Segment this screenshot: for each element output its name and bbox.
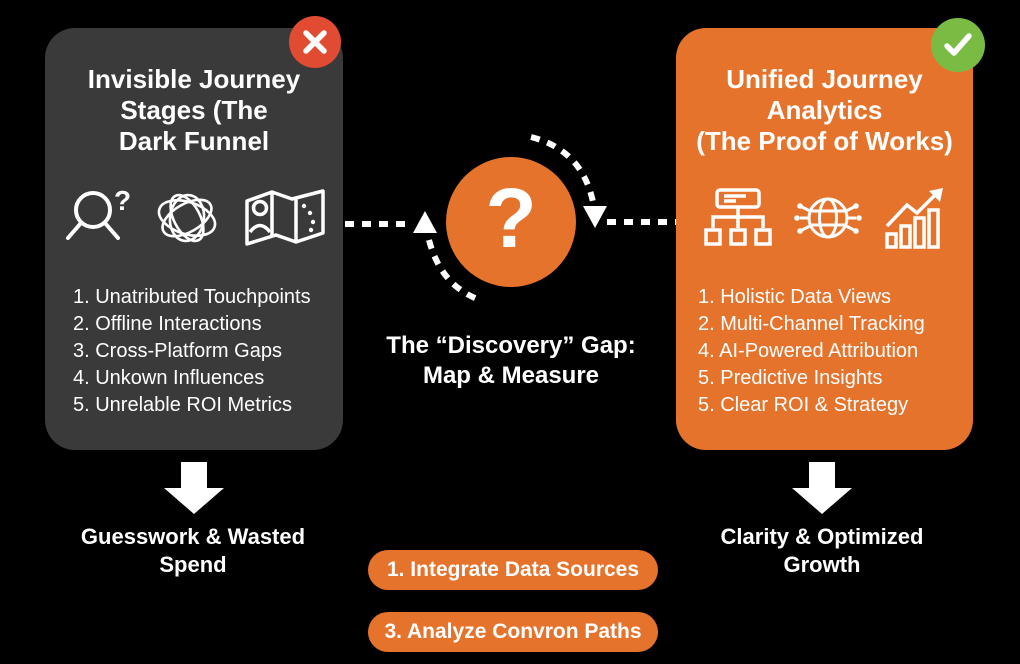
question-mark: ? xyxy=(485,170,537,265)
gap-caption-line: The “Discovery” Gap: xyxy=(386,332,636,359)
outcome-line: Guesswork & Wasted xyxy=(80,524,306,549)
question-circle: ? xyxy=(446,157,576,287)
sitemap-icon xyxy=(703,188,772,246)
left-title-line: Dark Funnel xyxy=(118,126,270,156)
left-icons-row: ? xyxy=(45,186,343,250)
list-item: 2. Offline Interactions xyxy=(73,313,262,335)
right-icons-row xyxy=(676,186,973,250)
left-card-title: Invisible Journey Stages (The Dark Funne… xyxy=(53,64,335,157)
list-item: 1. Holistic Data Views xyxy=(698,286,892,308)
right-title-line: Unified Journey xyxy=(726,64,923,94)
outcome-line: Spend xyxy=(159,552,227,577)
outcome-line: Clarity & Optimized xyxy=(720,524,924,549)
dark-funnel-card: Invisible Journey Stages (The Dark Funne… xyxy=(45,16,343,450)
search-question-icon: ? xyxy=(66,186,131,240)
right-card-list: 1. Holistic Data Views 2. Multi-Channel … xyxy=(698,284,925,419)
step-pill-integrate: 1. Integrate Data Sources xyxy=(368,550,658,590)
list-item: 1. Unatributed Touchpoints xyxy=(73,286,311,308)
unified-analytics-card: Unified Journey Analytics (The Proof of … xyxy=(676,18,985,450)
list-item: 4. AI-Powered Attribution xyxy=(698,340,919,362)
x-badge xyxy=(289,16,341,68)
check-badge xyxy=(931,18,985,72)
step-pill-analyze: 3. Analyze Convron Paths xyxy=(368,612,658,652)
list-item: 4. Unkown Influences xyxy=(73,367,265,389)
list-item: 5. Unrelable ROI Metrics xyxy=(73,394,292,416)
down-arrow-left-icon xyxy=(164,462,224,514)
right-title-line: (The Proof of Works) xyxy=(696,126,953,156)
tangled-network-icon xyxy=(157,193,217,243)
right-outcome-label: Clarity & Optimized Growth xyxy=(672,523,972,579)
down-arrow-right-icon xyxy=(792,462,852,514)
gap-caption-line: Map & Measure xyxy=(422,362,600,389)
list-item: 3. Cross-Platform Gaps xyxy=(73,340,282,362)
left-card-list: 1. Unatributed Touchpoints 2. Offline In… xyxy=(73,284,311,419)
list-item: 5. Predictive Insights xyxy=(698,367,883,389)
svg-text:?: ? xyxy=(114,186,131,216)
growth-chart-icon xyxy=(884,188,943,249)
arrowhead-down-icon xyxy=(583,206,607,228)
right-title-line: Analytics xyxy=(766,95,883,125)
step-pill-label: 3. Analyze Convron Paths xyxy=(384,620,642,643)
check-icon xyxy=(944,33,972,56)
left-title-line: Stages (The xyxy=(120,95,268,125)
connected-globe-icon xyxy=(793,197,862,239)
left-title-line: Invisible Journey xyxy=(87,64,301,94)
gap-caption: The “Discovery” Gap: Map & Measure xyxy=(331,331,691,391)
journey-map-icon xyxy=(245,189,325,246)
right-card-title: Unified Journey Analytics (The Proof of … xyxy=(684,64,965,157)
list-item: 5. Clear ROI & Strategy xyxy=(698,394,909,416)
x-icon xyxy=(303,30,327,54)
left-outcome-label: Guesswork & Wasted Spend xyxy=(43,523,343,579)
arrowhead-up-icon xyxy=(413,211,437,233)
step-pill-label: 1. Integrate Data Sources xyxy=(386,558,640,581)
outcome-line: Growth xyxy=(783,552,861,577)
list-item: 2. Multi-Channel Tracking xyxy=(698,313,925,335)
